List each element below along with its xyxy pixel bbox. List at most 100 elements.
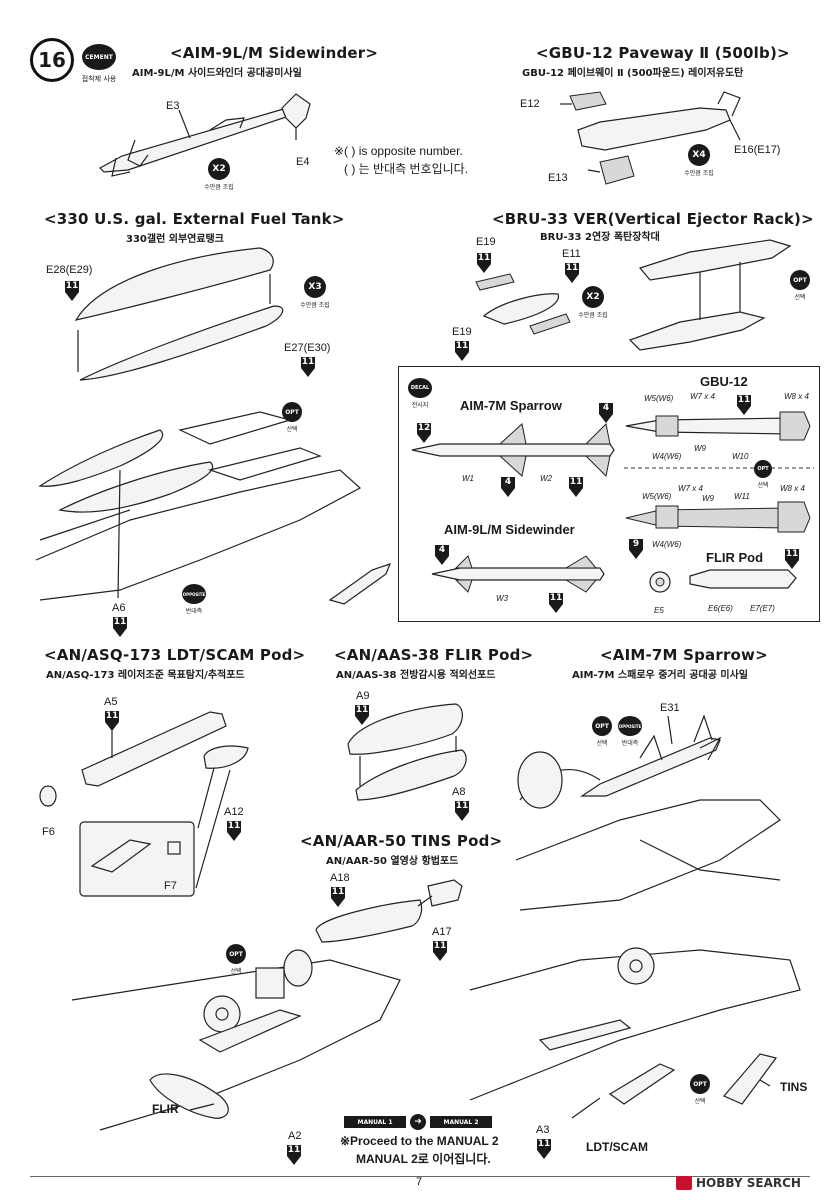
decal-gbu-a-w10: W10	[732, 452, 749, 461]
flag-11: 11	[104, 710, 120, 732]
tins-title: <AN/AAR-50 TINS Pod>	[300, 832, 503, 850]
cement-caption: 접착제 사용	[81, 75, 117, 83]
ldt-title: <AN/ASQ-173 LDT/SCAM Pod>	[44, 646, 306, 664]
flag-11: 11	[454, 800, 470, 822]
flag-11: 11	[354, 704, 370, 726]
decal-w2: W2	[540, 474, 552, 483]
part-a2: A2	[288, 1130, 302, 1142]
flag-9: 9	[628, 538, 644, 560]
part-e16-e17: E16(E17)	[734, 144, 781, 156]
flag-4: 4	[500, 476, 516, 498]
part-e3: E3	[166, 100, 180, 112]
decal-sidewinder-title: AIM-9L/M Sidewinder	[444, 522, 575, 537]
opt-badge-sparrow: OPT	[592, 716, 612, 736]
flag-11: 11	[330, 886, 346, 908]
part-f6: F6	[42, 826, 55, 838]
part-e19-top: E19	[476, 236, 496, 248]
x2-caption-bru: 수만큼 조립	[578, 312, 608, 319]
opt-caption-wing: 선택	[286, 426, 298, 433]
flag-11: 11	[454, 340, 470, 362]
decal-w1: W1	[462, 474, 474, 483]
part-a17: A17	[432, 926, 452, 938]
part-a6: A6	[112, 602, 126, 614]
part-e11: E11	[562, 248, 581, 260]
flag-11: 11	[112, 616, 128, 638]
flag-11: 11	[784, 548, 800, 570]
step-number: 16	[30, 38, 74, 82]
opt-caption-bottom-right: 선택	[694, 1098, 706, 1105]
part-a9: A9	[356, 690, 370, 702]
note-line2: ( ) 는 반대측 번호입니다.	[344, 162, 469, 176]
gbu12-subtitle: GBU-12 페이브웨이 Ⅱ (500파운드) 레이저유도탄	[522, 68, 744, 79]
part-e19-bottom: E19	[452, 326, 472, 338]
arrow-right-icon: ➜	[410, 1114, 426, 1130]
decal-gbu-title: GBU-12	[700, 374, 748, 389]
decal-gbu-a-w5: W5(W6)	[644, 394, 674, 403]
x4-caption: 수만큼 조립	[684, 170, 714, 177]
flag-11: 11	[548, 592, 564, 614]
x3-caption: 수만큼 조립	[300, 302, 330, 309]
sparrow-subtitle: AIM-7M 스패로우 중거리 공대공 미사일	[572, 670, 748, 681]
x3-badge: X3	[304, 276, 326, 298]
decal-flir-title: FLIR Pod	[706, 550, 764, 565]
decal-gbu-b-w9: W9	[702, 494, 714, 503]
manual-line1: ※Proceed to the MANUAL 2	[340, 1134, 499, 1148]
decal-gbu-b-w5: W5(W6)	[642, 492, 672, 501]
part-e7: E7(E7)	[750, 604, 775, 613]
ldt-subtitle: AN/ASQ-173 레이저조준 목표탐지/추적포드	[46, 670, 245, 681]
flag-4: 4	[598, 402, 614, 424]
page-number: 7	[416, 1176, 423, 1188]
manual-line2: MANUAL 2로 이어집니다.	[356, 1152, 491, 1166]
opt-badge-gbu: OPT	[754, 460, 772, 478]
part-e5: E5	[654, 606, 664, 615]
tank-subtitle: 330갤런 외부연료탱크	[126, 234, 224, 245]
opposite-badge-wing: OPPOSITE	[182, 584, 206, 604]
flag-11: 11	[568, 476, 584, 498]
flag-11: 11	[564, 262, 580, 284]
part-e4: E4	[296, 156, 310, 168]
part-e27-e30: E27(E30)	[284, 342, 331, 354]
x2-badge: X2	[208, 158, 230, 180]
x2-caption: 수만큼 조립	[204, 184, 234, 191]
watermark: HOBBY SEARCH	[696, 1176, 801, 1190]
flag-4: 4	[434, 544, 450, 566]
part-e28-e29: E28(E29)	[46, 264, 93, 276]
decal-gbu-a-w4: W4(W6)	[652, 452, 682, 461]
aim9-title: <AIM-9L/M Sidewinder>	[170, 44, 379, 62]
opt-caption-bottom: 선택	[230, 968, 242, 975]
opt-badge-wing: OPT	[282, 402, 302, 422]
part-a18: A18	[330, 872, 350, 884]
opt-badge-bottom: OPT	[226, 944, 246, 964]
part-a12: A12	[224, 806, 244, 818]
decal-gbu-b-w11: W11	[734, 492, 750, 501]
flag-11: 11	[226, 820, 242, 842]
x2-badge-bru: X2	[582, 286, 604, 308]
flir-subtitle: AN/AAS-38 전방감시용 적외선포드	[336, 670, 496, 681]
opposite-badge-sparrow: OPPOSITE	[618, 716, 642, 736]
flag-11: 11	[300, 356, 316, 378]
part-e12: E12	[520, 98, 540, 110]
aim9-missile	[99, 93, 311, 177]
part-e13: E13	[548, 172, 568, 184]
bru33-title: <BRU-33 VER(Vertical Ejector Rack)>	[492, 210, 814, 228]
tins-subtitle: AN/AAR-50 열영상 항법포드	[326, 856, 459, 867]
tank-title: <330 U.S. gal. External Fuel Tank>	[44, 210, 345, 228]
flag-11: 11	[476, 252, 492, 274]
flir-title: <AN/AAS-38 FLIR Pod>	[334, 646, 534, 664]
part-a8: A8	[452, 786, 466, 798]
label-ldt-scam: LDT/SCAM	[586, 1140, 648, 1154]
flag-11: 11	[736, 394, 752, 416]
label-flir: FLIR	[152, 1102, 179, 1116]
decal-gbu-a-w7: W7 x 4	[690, 392, 715, 401]
decal-gbu-a-w8: W8 x 4	[784, 392, 809, 401]
